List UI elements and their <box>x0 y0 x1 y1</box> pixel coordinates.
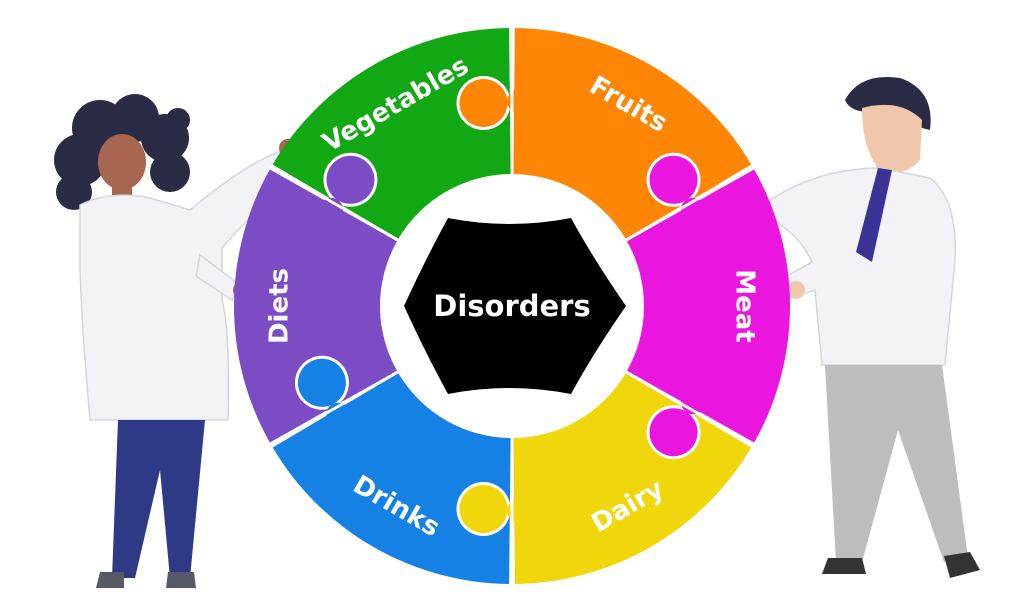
center-disorders: Disorders <box>404 218 626 394</box>
center-label: Disorders <box>433 289 591 323</box>
puzzle-knob-drinks <box>297 358 346 407</box>
puzzle-piece-diets <box>234 169 397 443</box>
segment-label-diets: Diets <box>265 268 295 344</box>
puzzle-knob-dairy <box>459 485 508 534</box>
segment-separator <box>624 370 755 447</box>
segment-separator <box>269 370 400 447</box>
person-right-illustration <box>705 76 980 578</box>
puzzle-knob-diets <box>326 155 375 204</box>
puzzle-piece-meat <box>627 169 790 443</box>
puzzle-knob-meat <box>649 408 698 457</box>
segment-separator <box>624 165 755 242</box>
person-left-illustration <box>54 94 302 588</box>
puzzle-knob-meat <box>649 155 698 204</box>
center-star-shape <box>404 218 626 394</box>
puzzle-knob-fruits <box>459 78 508 127</box>
segment-label-meat: Meat <box>730 269 760 342</box>
segment-separator <box>269 165 400 242</box>
puzzle-piece-drinks <box>272 373 511 584</box>
